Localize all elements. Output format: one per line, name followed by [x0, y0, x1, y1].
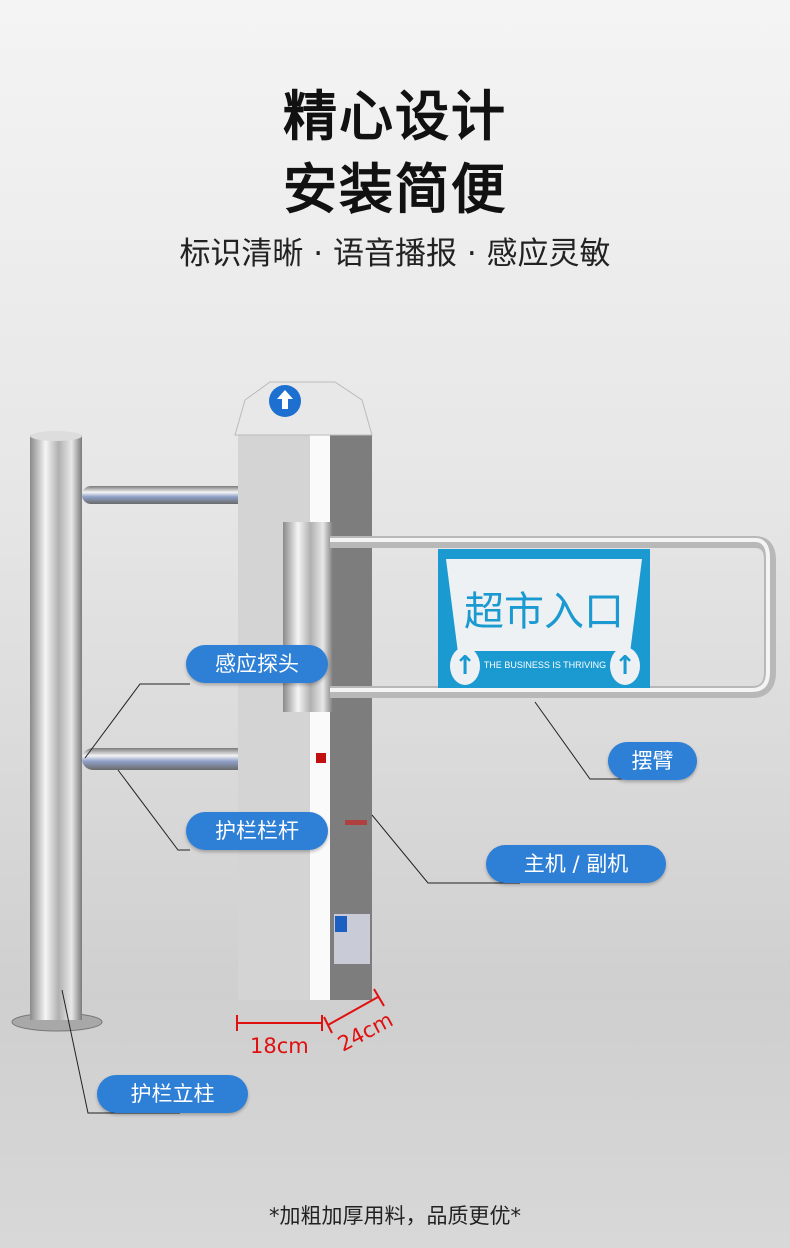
swing-arm-pivot [283, 522, 333, 712]
dimension-lines [236, 988, 385, 1034]
guard-post [30, 435, 82, 1020]
headline-line1: 精心设计 [283, 85, 507, 148]
arrow-up-icon: ↑ [610, 647, 640, 685]
sign-slogan: THE BUSINESS IS THRIVING [483, 660, 607, 670]
label-rail-bar: 护栏栏杆 [186, 812, 328, 850]
arrow-up-icon: ↑ [450, 647, 480, 685]
label-post: 护栏立柱 [97, 1075, 248, 1113]
label-swing-arm: 摆臂 [608, 742, 697, 780]
label-sensor: 感应探头 [186, 645, 328, 683]
sign-title: 超市入口 [464, 589, 624, 635]
label-host: 主机 / 副机 [486, 845, 666, 883]
width-dimension: 18cm [250, 1034, 309, 1058]
headline-line2: 安装简便 [283, 158, 507, 221]
host-unit [238, 435, 310, 1000]
footer-note: *加粗加厚用料，品质更优* [269, 1204, 521, 1228]
subtitle: 标识清晰 · 语音播报 · 感应灵敏 [179, 236, 611, 272]
cap [234, 381, 373, 436]
entrance-sign: 超市入口 ↑ ↑ THE BUSINESS IS THRIVING [438, 549, 650, 688]
